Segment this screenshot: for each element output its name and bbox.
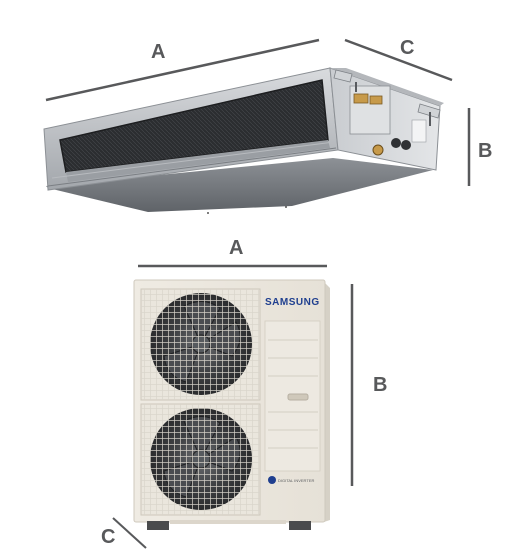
duct-bottom-panel bbox=[46, 158, 433, 212]
digital-inverter-badge: DIGITAL INVERTER bbox=[268, 474, 322, 486]
outdoor-dim-c-label: C bbox=[101, 526, 116, 548]
indoor-duct-unit bbox=[43, 38, 471, 214]
outdoor-unit bbox=[112, 264, 354, 549]
refrigerant-pipe-1 bbox=[353, 93, 369, 104]
indoor-dim-a-line bbox=[45, 38, 320, 102]
lower-fan-assembly bbox=[140, 403, 261, 516]
refrigerant-pipe-2 bbox=[369, 95, 383, 105]
foot-right bbox=[289, 521, 311, 530]
mount-bracket-left bbox=[333, 69, 353, 83]
electrical-box bbox=[349, 85, 391, 135]
outdoor-dim-c-line bbox=[112, 517, 147, 549]
service-port-1 bbox=[391, 138, 401, 148]
side-label bbox=[411, 119, 427, 143]
drain-port bbox=[372, 144, 384, 156]
indoor-dim-c-label: C bbox=[400, 37, 415, 59]
handle-grip bbox=[287, 393, 309, 401]
inverter-badge-text: DIGITAL INVERTER bbox=[278, 477, 315, 483]
indoor-dim-b-label: B bbox=[478, 140, 493, 162]
samsung-logo: SAMSUNG bbox=[265, 297, 320, 308]
indoor-dim-c-line bbox=[344, 38, 453, 82]
upper-fan-assembly bbox=[140, 288, 261, 401]
mount-bracket-right bbox=[417, 103, 441, 119]
inverter-badge-icon bbox=[268, 476, 276, 484]
outdoor-dim-b-label: B bbox=[373, 374, 388, 396]
foot-left bbox=[147, 521, 169, 530]
indoor-dim-a-label: A bbox=[151, 41, 166, 63]
side-service-panel bbox=[264, 320, 321, 472]
service-port-2 bbox=[401, 140, 411, 150]
outdoor-dim-a-label: A bbox=[229, 237, 244, 259]
